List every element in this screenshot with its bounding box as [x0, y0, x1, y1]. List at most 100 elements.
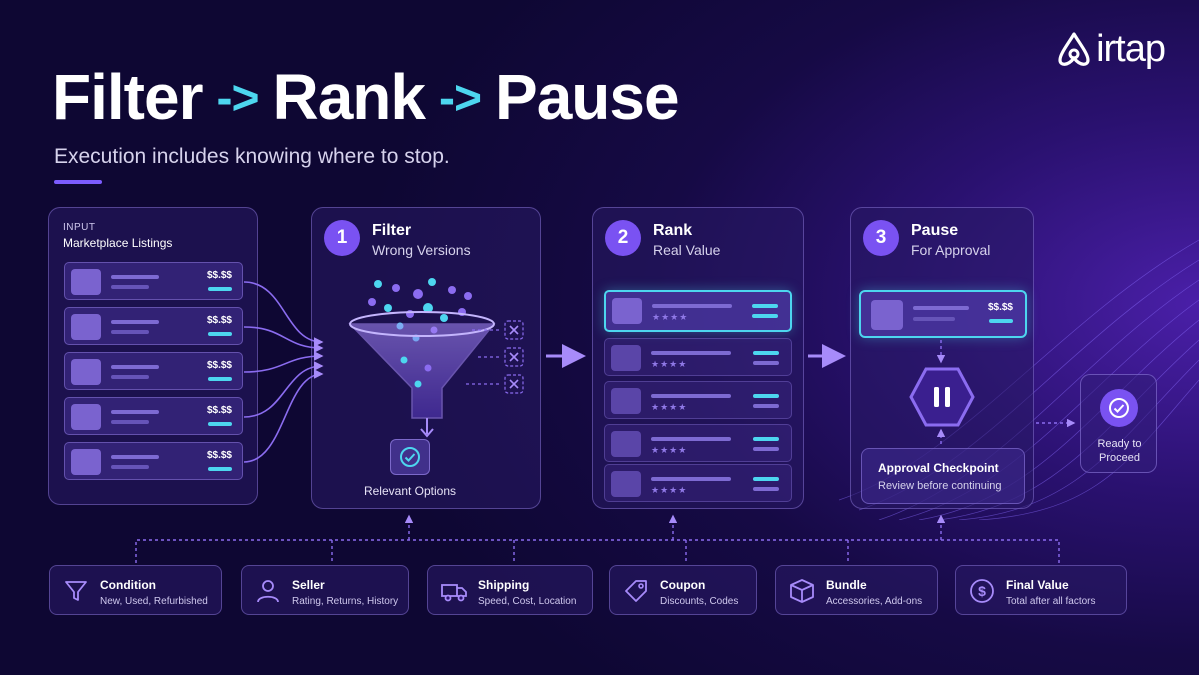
listing-bar: [111, 375, 149, 379]
rank-stars: ★★★★: [651, 485, 688, 495]
input-caption: INPUT: [63, 222, 96, 233]
factor-title: Condition: [100, 578, 156, 592]
listing-price: $$.$$: [206, 360, 232, 371]
relevant-options-label: Relevant Options: [363, 484, 457, 498]
listing-bar: [111, 465, 149, 469]
rank-score-bar: [752, 314, 778, 318]
rank-score-bar: [753, 477, 779, 481]
rank-panel: 2 Rank Real Value ★★★★ ★★★★ ★★★★ ★★★★ ★★…: [592, 207, 804, 509]
listing-bar: [913, 306, 969, 310]
listing-thumbnail: [871, 300, 903, 330]
factor-title: Final Value: [1006, 578, 1069, 592]
factor-seller: Seller Rating, Returns, History: [241, 565, 409, 615]
rank-row-top: ★★★★: [604, 290, 792, 332]
ready-label-line1: Ready to: [1097, 438, 1142, 450]
rank-score-bar: [753, 447, 779, 451]
truck-icon: [441, 584, 467, 602]
title-arrow-2: ->: [438, 72, 482, 125]
rank-score-bar: [753, 404, 779, 408]
funnel-icon: [65, 581, 87, 601]
ready-check-icon: [1100, 389, 1138, 427]
listing-thumbnail: [71, 404, 101, 430]
title-pause: Pause: [495, 61, 680, 133]
page-subtitle: Execution includes knowing where to stop…: [54, 145, 450, 168]
listing-price: $$.$$: [987, 302, 1013, 313]
factor-shipping: Shipping Speed, Cost, Location: [427, 565, 593, 615]
factor-subtitle: Discounts, Codes: [660, 596, 739, 607]
step-number-1: 1: [324, 220, 360, 256]
pause-icon: [909, 367, 975, 427]
rank-title: Rank: [653, 222, 693, 239]
listing-bar: [111, 365, 159, 369]
factor-condition: Condition New, Used, Refurbished: [49, 565, 222, 615]
listing-bar: [111, 285, 149, 289]
filter-panel: 1 Filter Wrong Versions: [311, 207, 541, 509]
approval-checkpoint: Approval Checkpoint Review before contin…: [861, 448, 1025, 504]
rank-stars: ★★★★: [651, 359, 688, 369]
listing-thumbnail: [71, 359, 101, 385]
relevant-options-box: [390, 439, 430, 475]
listing-thumbnail: [71, 269, 101, 295]
rank-bar: [651, 477, 731, 481]
rank-score-bar: [753, 351, 779, 355]
factor-subtitle: Total after all factors: [1006, 596, 1096, 607]
factor-title: Seller: [292, 578, 325, 592]
listing-bar: [111, 330, 149, 334]
rank-bar: [651, 437, 731, 441]
listing-thumbnail: [71, 449, 101, 475]
rank-bar: [651, 394, 731, 398]
rank-thumbnail: [611, 345, 641, 371]
rank-score-bar: [752, 304, 778, 308]
selected-listing-card: $$.$$: [859, 290, 1027, 338]
rank-stars: ★★★★: [652, 312, 689, 322]
rank-row: ★★★★: [604, 338, 792, 376]
factor-title: Shipping: [478, 578, 530, 592]
step-number-3: 3: [863, 220, 899, 256]
factor-final-value: $ Final Value Total after all factors: [955, 565, 1127, 615]
factor-coupon: Coupon Discounts, Codes: [609, 565, 757, 615]
listing-price: $$.$$: [206, 450, 232, 461]
listing-bar: [111, 455, 159, 459]
rank-score-bar: [753, 361, 779, 365]
listing-thumbnail: [71, 314, 101, 340]
page-title: Filter->Rank->Pause: [52, 60, 680, 134]
ready-to-proceed-card: Ready to Proceed: [1080, 374, 1157, 473]
factor-subtitle: Rating, Returns, History: [292, 596, 399, 607]
ready-label: Ready to Proceed: [1081, 437, 1158, 465]
logo-text: irtap: [1096, 28, 1166, 70]
listing-bar: [111, 320, 159, 324]
listing-card: $$.$$: [64, 307, 243, 345]
rank-row: ★★★★: [604, 424, 792, 462]
listing-card: $$.$$: [64, 397, 243, 435]
rank-score-bar: [753, 437, 779, 441]
checkpoint-title: Approval Checkpoint: [878, 461, 999, 475]
listing-price-bar: [208, 287, 232, 291]
rank-score-bar: [753, 394, 779, 398]
rank-stars: ★★★★: [651, 445, 688, 455]
rank-thumbnail: [611, 431, 641, 457]
accent-divider: [54, 180, 102, 184]
step-number-2: 2: [605, 220, 641, 256]
rank-score-bar: [753, 487, 779, 491]
factor-subtitle: New, Used, Refurbished: [100, 596, 208, 607]
title-arrow-1: ->: [216, 72, 259, 125]
title-filter: Filter: [52, 61, 203, 133]
brand-logo: irtap: [1054, 28, 1166, 71]
listing-price-bar: [208, 467, 232, 471]
listing-price: $$.$$: [206, 405, 232, 416]
listing-bar: [111, 275, 159, 279]
filter-title: Filter: [372, 222, 412, 239]
listing-card: $$.$$: [64, 442, 243, 480]
rank-stars: ★★★★: [651, 402, 688, 412]
listing-price: $$.$$: [206, 315, 232, 326]
input-panel: INPUT Marketplace Listings $$.$$ $$.$$ $…: [48, 207, 258, 505]
factor-title: Bundle: [826, 578, 867, 592]
funnel-icon: [348, 278, 496, 438]
box-icon: [790, 579, 814, 603]
pause-subtitle: For Approval: [911, 242, 991, 258]
factor-subtitle: Accessories, Add-ons: [826, 596, 923, 607]
rank-row: ★★★★: [604, 464, 792, 502]
listing-bar: [111, 420, 149, 424]
listing-card: $$.$$: [64, 352, 243, 390]
rank-bar: [651, 351, 731, 355]
